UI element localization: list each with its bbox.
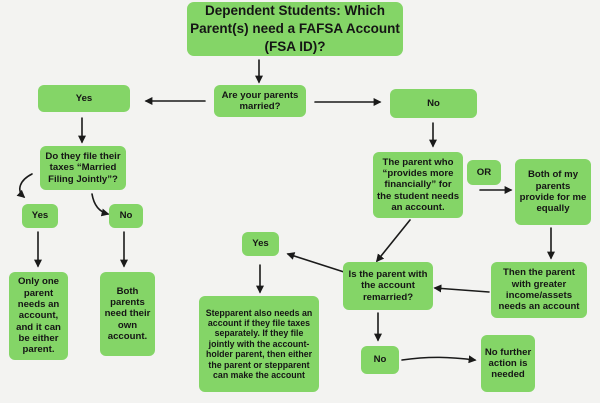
married-question-box: Are your parents married? xyxy=(214,85,306,117)
one-parent-account-box: Only one parent needs an account, and it… xyxy=(9,272,68,360)
yes-jointly-box: Yes xyxy=(22,204,58,228)
arrow-jointly-to-yes xyxy=(16,173,33,199)
no-jointly-box: No xyxy=(109,204,143,228)
arrow-no-to-no-further-action xyxy=(401,355,477,364)
arrow-greater-income-to-remarried xyxy=(433,284,490,293)
yes-married-box: Yes xyxy=(38,85,130,112)
no-further-action-box: No further action is needed xyxy=(481,335,535,392)
arrow-provides-more-to-remarried xyxy=(375,219,411,263)
greater-income-box: Then the parent with greater income/asse… xyxy=(491,262,587,318)
remarried-question-box: Is the parent with the account remarried… xyxy=(343,262,433,310)
both-parents-account-box: Both parents need their own account. xyxy=(100,272,155,356)
arrow-jointly-to-no xyxy=(91,193,110,217)
no-remarried-box: No xyxy=(361,346,399,374)
arrow-remarried-to-yes xyxy=(286,252,345,273)
both-provide-equally-box: Both of my parents provide for me equall… xyxy=(515,159,591,225)
file-jointly-question-box: Do they file their taxes “Married Filing… xyxy=(40,146,126,190)
stepparent-account-box: Stepparent also needs an account if they… xyxy=(199,296,319,392)
no-married-box: No xyxy=(390,89,477,118)
or-box: OR xyxy=(467,160,501,185)
title-box: Dependent Students: Which Parent(s) need… xyxy=(187,2,403,56)
yes-remarried-box: Yes xyxy=(242,232,279,256)
provides-more-box: The parent who “provides more financiall… xyxy=(373,152,463,218)
